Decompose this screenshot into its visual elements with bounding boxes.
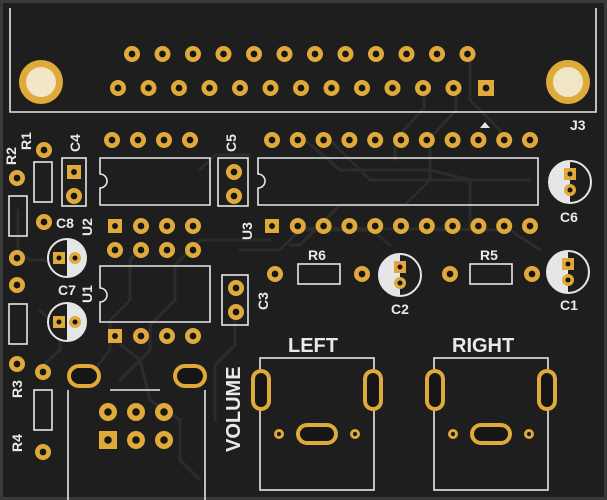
label-u1: U1 xyxy=(79,285,95,303)
copper-pads xyxy=(9,46,590,460)
label-volume: VOLUME xyxy=(223,366,245,452)
silkscreen-text: J3 R1 R2 C4 C8 U2 C5 U3 C6 C7 U1 R6 R5 C… xyxy=(3,117,586,452)
label-left: LEFT xyxy=(288,335,338,357)
label-r2: R2 xyxy=(3,147,19,165)
label-c5: C5 xyxy=(223,134,239,152)
label-c8: C8 xyxy=(56,215,74,231)
label-c3: C3 xyxy=(255,292,271,310)
label-u2: U2 xyxy=(79,218,95,236)
c6-capacitor xyxy=(548,160,592,204)
label-u3: U3 xyxy=(239,222,255,240)
label-r1: R1 xyxy=(18,132,34,150)
label-c6: C6 xyxy=(560,209,578,225)
label-c2: C2 xyxy=(391,301,409,317)
label-c7: C7 xyxy=(58,282,76,298)
c1-capacitor xyxy=(546,250,590,294)
label-c1: C1 xyxy=(560,297,578,313)
label-j3: J3 xyxy=(570,117,586,133)
c7-capacitor xyxy=(47,302,87,342)
label-r4: R4 xyxy=(9,434,25,452)
c2-capacitor xyxy=(378,253,422,297)
label-r6: R6 xyxy=(308,247,326,263)
label-right: RIGHT xyxy=(452,335,514,357)
electrolytic-capacitors xyxy=(47,160,592,342)
c8-capacitor xyxy=(47,238,87,278)
label-c4: C4 xyxy=(67,134,83,152)
silkscreen-outlines xyxy=(8,8,597,500)
label-r5: R5 xyxy=(480,247,498,263)
label-r3: R3 xyxy=(9,380,25,398)
